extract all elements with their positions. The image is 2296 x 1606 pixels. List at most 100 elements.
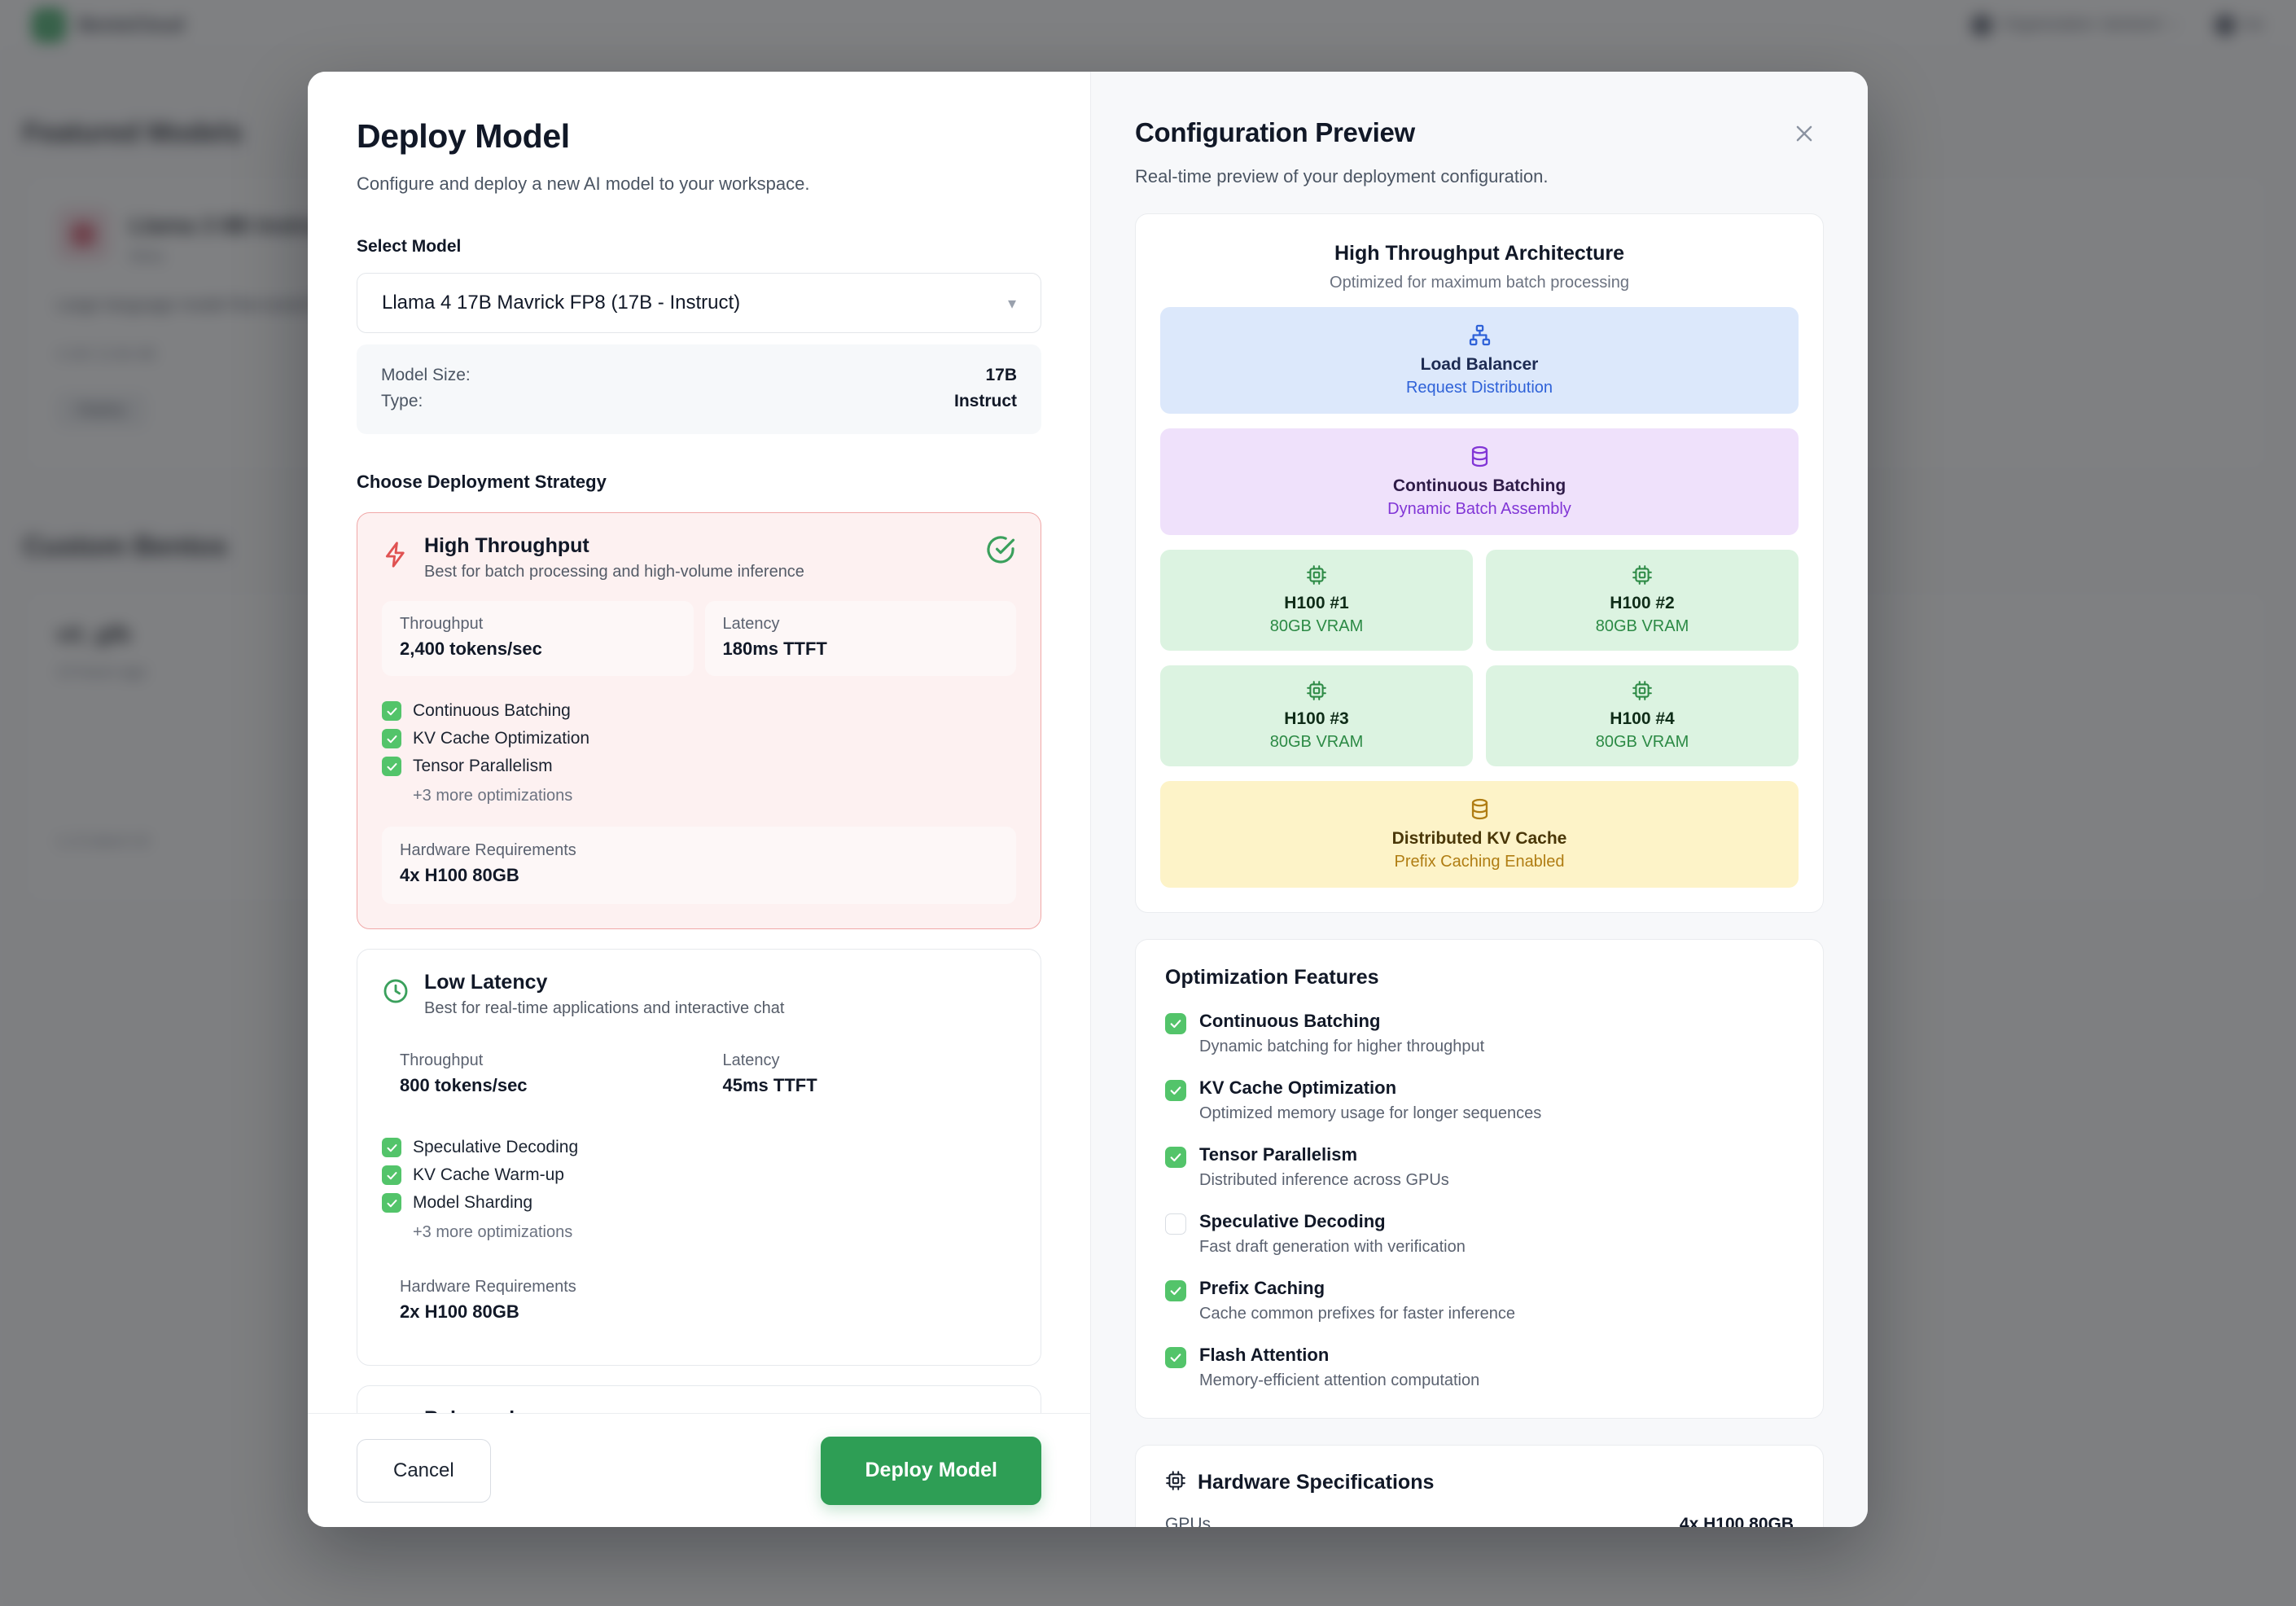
cpu-icon (1168, 678, 1465, 703)
modal-footer: Cancel Deploy Model (308, 1413, 1090, 1527)
arch-block-continuous-batching: Continuous Batching Dynamic Batch Assemb… (1160, 428, 1799, 535)
hardware-value: 4x H100 80GB (400, 865, 519, 885)
metric-key: Throughput (400, 615, 484, 633)
feature-label: Continuous Batching (413, 701, 571, 720)
optimization-name: Prefix Caching (1199, 1278, 1325, 1298)
arch-block-sub: Prefix Caching Enabled (1394, 853, 1565, 871)
lightning-icon (382, 541, 410, 568)
optimization-name: Speculative Decoding (1199, 1211, 1386, 1231)
feature-label: Model Sharding (413, 1193, 533, 1212)
model-select-dropdown[interactable]: Llama 4 17B Mavrick FP8 (17B - Instruct)… (357, 273, 1041, 333)
architecture-title: High Throughput Architecture (1334, 242, 1624, 265)
gpu-row-2: H100 #3 80GB VRAM H100 #4 80GB VRAM (1160, 665, 1799, 766)
gpu-name: H100 #1 (1284, 594, 1349, 612)
hardware-value: 2x H100 80GB (400, 1301, 519, 1322)
feature-label: KV Cache Warm-up (413, 1165, 564, 1184)
strategy-card-balanced[interactable]: Balanced Good balance of throughput, lat… (357, 1385, 1041, 1413)
hardware-value: 4x H100 80GB (1679, 1515, 1794, 1527)
optimization-item-speculative-decoding: Speculative Decoding Fast draft generati… (1165, 1211, 1794, 1257)
optimization-item-continuous-batching: Continuous Batching Dynamic batching for… (1165, 1011, 1794, 1056)
selected-check-icon (985, 534, 1016, 565)
hardware-key: GPUs (1165, 1515, 1212, 1527)
gpu-name: H100 #4 (1610, 709, 1675, 728)
hardware-specifications-title: Hardware Specifications (1198, 1471, 1435, 1494)
optimization-name: KV Cache Optimization (1199, 1077, 1397, 1098)
close-icon[interactable] (1785, 114, 1824, 153)
hardware-specifications-card: Hardware Specifications GPUs 4x H100 80G… (1135, 1445, 1824, 1527)
gpu-name: H100 #3 (1284, 709, 1349, 728)
gpu-box-h100-3: H100 #3 80GB VRAM (1160, 665, 1473, 766)
database-icon (1168, 443, 1790, 469)
strategy-section-label: Choose Deployment Strategy (357, 472, 607, 492)
metric-value: 2,400 tokens/sec (400, 638, 542, 659)
arch-block-name: Load Balancer (1420, 355, 1539, 374)
deploy-model-scroll-area[interactable]: Deploy Model Configure and deploy a new … (308, 72, 1090, 1413)
configuration-preview-panel: Configuration Preview Real-time preview … (1091, 72, 1868, 1527)
strategy-feature-list: Continuous Batching KV Cache Optimizatio… (382, 697, 1016, 805)
feature-label: Speculative Decoding (413, 1138, 579, 1156)
model-select-value: Llama 4 17B Mavrick FP8 (17B - Instruct) (382, 292, 741, 314)
more-optimizations-label: +3 more optimizations (413, 1223, 573, 1241)
gpu-box-h100-2: H100 #2 80GB VRAM (1486, 550, 1799, 651)
optimization-item-prefix-caching: Prefix Caching Cache common prefixes for… (1165, 1278, 1794, 1323)
arch-block-sub: Request Distribution (1405, 379, 1553, 397)
optimization-description: Distributed inference across GPUs (1199, 1171, 1449, 1189)
gpu-sub: 80GB VRAM (1269, 617, 1364, 635)
metric-value: 180ms TTFT (722, 638, 827, 659)
clock-icon (382, 977, 410, 1005)
metric-key: Latency (722, 615, 780, 633)
metric-latency: Latency 180ms TTFT (704, 601, 1016, 676)
list-item: Speculative Decoding (382, 1134, 1016, 1161)
gpu-sub: 80GB VRAM (1595, 617, 1689, 635)
cancel-button[interactable]: Cancel (357, 1438, 491, 1503)
optimization-item-tensor-parallelism: Tensor Parallelism Distributed inference… (1165, 1144, 1794, 1190)
optimization-features-title: Optimization Features (1165, 966, 1379, 989)
list-item: Model Sharding (382, 1189, 1016, 1217)
metric-key: Latency (722, 1051, 780, 1069)
strategy-description: Best for batch processing and high-volum… (424, 563, 804, 581)
preview-subtitle: Real-time preview of your deployment con… (1135, 166, 1549, 186)
hardware-requirements-box: Hardware Requirements 2x H100 80GB (382, 1263, 1016, 1341)
check-icon (382, 729, 401, 748)
list-item: Continuous Batching (382, 697, 1016, 725)
optimization-name: Flash Attention (1199, 1345, 1330, 1365)
metric-value: 45ms TTFT (722, 1075, 817, 1095)
optimization-name: Tensor Parallelism (1199, 1144, 1358, 1165)
meta-row-model-size: Model Size: 17B (381, 362, 1017, 388)
modal-subtitle: Configure and deploy a new AI model to y… (357, 173, 810, 194)
select-model-label: Select Model (357, 237, 462, 256)
chevron-down-icon: ▾ (1007, 294, 1016, 313)
more-optimizations-label: +3 more optimizations (413, 787, 573, 805)
hardware-requirements-box: Hardware Requirements 4x H100 80GB (382, 827, 1016, 904)
hardware-specifications-header: Hardware Specifications (1165, 1470, 1794, 1495)
check-icon (1165, 1147, 1186, 1168)
gpu-box-h100-1: H100 #1 80GB VRAM (1160, 550, 1473, 651)
check-icon (382, 701, 401, 721)
strategy-feature-list: Speculative Decoding KV Cache Warm-up Mo… (382, 1134, 1016, 1242)
deploy-model-button[interactable]: Deploy Model (821, 1436, 1041, 1505)
list-item: KV Cache Warm-up (382, 1161, 1016, 1189)
feature-label: Tensor Parallelism (413, 757, 553, 775)
arch-block-name: Continuous Batching (1392, 476, 1566, 495)
cpu-icon (1494, 678, 1790, 703)
strategy-card-low-latency[interactable]: Low Latency Best for real-time applicati… (357, 949, 1041, 1366)
metric-value: 800 tokens/sec (400, 1075, 528, 1095)
metric-latency: Latency 45ms TTFT (705, 1038, 1017, 1112)
preview-title: Configuration Preview (1135, 117, 1415, 147)
metric-key: Throughput (400, 1051, 484, 1069)
optimization-description: Fast draft generation with verification (1199, 1238, 1466, 1256)
arch-block-kv-cache: Distributed KV Cache Prefix Caching Enab… (1160, 781, 1799, 888)
metric-throughput: Throughput 800 tokens/sec (382, 1038, 694, 1112)
meta-key: Model Size: (381, 366, 471, 384)
check-icon (382, 1138, 401, 1157)
check-icon (382, 1193, 401, 1213)
arch-block-sub: Dynamic Batch Assembly (1387, 500, 1571, 518)
database-icon (1168, 796, 1790, 822)
check-icon (1165, 1280, 1186, 1301)
list-item: KV Cache Optimization (382, 725, 1016, 753)
check-icon (1165, 1080, 1186, 1101)
check-icon (1165, 1013, 1186, 1034)
meta-row-type: Type: Instruct (381, 388, 1017, 415)
hardware-row-gpus: GPUs 4x H100 80GB (1165, 1515, 1794, 1527)
strategy-card-high-throughput[interactable]: High Throughput Best for batch processin… (357, 512, 1041, 929)
